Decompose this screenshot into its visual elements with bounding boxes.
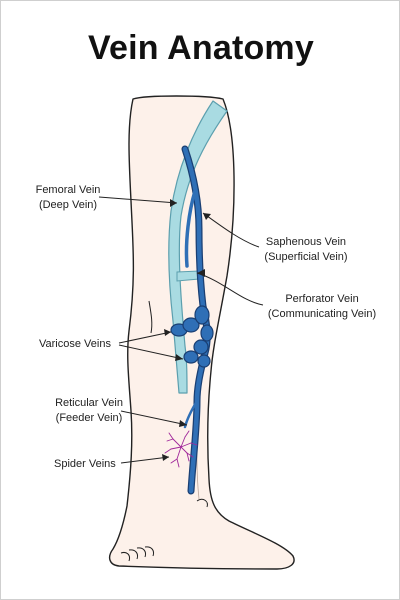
saphenous-branch (184, 189, 197, 268)
femoral-vein-label: Femoral Vein (Deep Vein) (35, 184, 101, 211)
ankle-bone (196, 498, 208, 508)
varicose-veins-label: Varicose Veins (39, 338, 111, 350)
reticular-vein-label: Reticular Vein (Feeder Vein) (55, 397, 123, 424)
toes (120, 546, 154, 562)
saphenous-vein-label: Saphenous Vein (Superficial Vein) (264, 236, 348, 263)
varicose-pointer-lower (118, 344, 184, 360)
femoral-pointer (98, 196, 178, 204)
varicose-pointer-upper (118, 331, 172, 344)
perforator-vein-label: Perforator Vein (Communicating Vein) (267, 293, 377, 320)
perforator-vein (176, 270, 200, 282)
spider-veins-label: Spider Veins (54, 458, 116, 470)
reticular-pointer (120, 410, 188, 426)
diagram-title: Vein Anatomy (88, 29, 314, 67)
varicose-bulges (170, 305, 214, 368)
arrowheads (162, 199, 211, 461)
knee-crease (148, 300, 153, 334)
spider-pointer (120, 456, 170, 464)
spider-veins (164, 430, 198, 468)
femoral-vein (168, 100, 228, 394)
